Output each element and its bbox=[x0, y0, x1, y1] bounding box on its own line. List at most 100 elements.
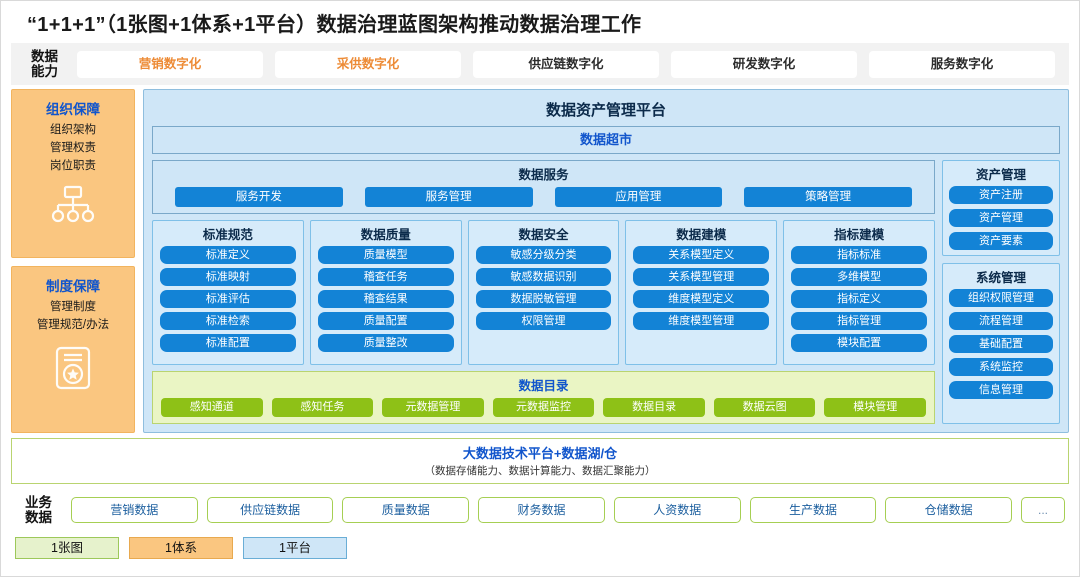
asset-management-title: 资产管理 bbox=[975, 168, 1026, 182]
btn-module-config[interactable]: 模块配置 bbox=[791, 334, 927, 352]
btn-info-management[interactable]: 信息管理 bbox=[949, 381, 1053, 399]
business-label-line1: 业务 bbox=[25, 494, 52, 510]
btn-standard-config[interactable]: 标准配置 bbox=[160, 334, 296, 352]
column-data-security: 数据安全 敏感分级分类 敏感数据识别 数据脱敏管理 权限管理 bbox=[467, 220, 620, 365]
data-catalog-title: 数据目录 bbox=[518, 379, 569, 393]
btn-data-cloud-map[interactable]: 数据云图 bbox=[713, 398, 816, 417]
btn-data-masking[interactable]: 数据脱敏管理 bbox=[475, 290, 612, 308]
business-chip-warehouse[interactable]: 仓储数据 bbox=[885, 497, 1013, 523]
page-title: “1+1+1”（1张图+1体系+1平台）数据治理蓝图架构推动数据治理工作 bbox=[27, 13, 642, 36]
column-data-modeling-title: 数据建模 bbox=[676, 228, 727, 242]
column-standard-spec: 标准规范 标准定义 标准映射 标准评估 标准检索 标准配置 bbox=[152, 220, 304, 365]
btn-dimension-model-definition[interactable]: 维度模型定义 bbox=[633, 290, 770, 308]
panel-system-management: 系统管理 组织权限管理 流程管理 基础配置 系统监控 信息管理 bbox=[942, 263, 1060, 424]
service-button-manage[interactable]: 服务管理 bbox=[364, 187, 533, 207]
certificate-star-icon bbox=[53, 345, 93, 396]
panel-organization-assurance[interactable]: 组织保障 组织架构 管理权责 岗位职责 bbox=[11, 89, 135, 258]
btn-catalog-module-management[interactable]: 模块管理 bbox=[824, 398, 927, 417]
column-data-security-buttons: 敏感分级分类 敏感数据识别 数据脱敏管理 权限管理 bbox=[475, 246, 612, 359]
capability-columns: 标准规范 标准定义 标准映射 标准评估 标准检索 标准配置 数据质量 bbox=[152, 220, 935, 365]
btn-standard-mapping[interactable]: 标准映射 bbox=[160, 268, 296, 286]
btn-sensing-task[interactable]: 感知任务 bbox=[271, 398, 374, 417]
panel-organization-line-1: 组织架构 bbox=[50, 124, 96, 136]
business-data-row: 业务 数据 营销数据 供应链数据 质量数据 财务数据 人资数据 生产数据 仓储数… bbox=[11, 490, 1069, 530]
business-chip-finance[interactable]: 财务数据 bbox=[478, 497, 605, 523]
btn-sensitive-classification[interactable]: 敏感分级分类 bbox=[475, 246, 612, 264]
column-data-quality-title: 数据质量 bbox=[360, 228, 411, 242]
legend-item-one-system: 1体系 bbox=[129, 537, 233, 559]
capability-items: 营销数字化 采供数字化 供应链数字化 研发数字化 服务数字化 bbox=[77, 50, 1063, 78]
capability-label-line1: 数据 bbox=[31, 48, 58, 64]
column-metric-modeling-buttons: 指标标准 多维模型 指标定义 指标管理 模块配置 bbox=[791, 246, 927, 359]
capability-chip-marketing[interactable]: 营销数字化 bbox=[77, 50, 263, 78]
title-bar: “1+1+1”（1张图+1体系+1平台）数据治理蓝图架构推动数据治理工作 bbox=[1, 1, 1079, 43]
btn-sensitive-identification[interactable]: 敏感数据识别 bbox=[475, 268, 612, 286]
capability-label-line2: 能力 bbox=[31, 64, 58, 79]
capability-chip-procurement[interactable]: 采供数字化 bbox=[275, 50, 461, 78]
btn-quality-rectification[interactable]: 质量整改 bbox=[317, 334, 454, 352]
btn-metadata-management[interactable]: 元数据管理 bbox=[382, 398, 484, 417]
btn-quality-config[interactable]: 质量配置 bbox=[317, 312, 454, 330]
panel-system-line-1: 管理制度 bbox=[50, 301, 96, 313]
column-metric-modeling-title: 指标建模 bbox=[834, 228, 885, 242]
business-chip-supplychain[interactable]: 供应链数据 bbox=[206, 497, 334, 523]
business-data-row-label: 业务 数据 bbox=[11, 495, 71, 525]
business-chip-quality[interactable]: 质量数据 bbox=[342, 497, 470, 523]
panel-asset-management: 资产管理 资产注册 资产管理 资产要素 bbox=[942, 160, 1060, 256]
business-chip-hr[interactable]: 人资数据 bbox=[613, 497, 741, 523]
btn-data-catalog[interactable]: 数据目录 bbox=[603, 398, 705, 417]
legend-item-one-map: 1张图 bbox=[15, 537, 119, 559]
column-standard-spec-title: 标准规范 bbox=[202, 228, 253, 242]
btn-metadata-monitoring[interactable]: 元数据监控 bbox=[492, 398, 595, 417]
btn-org-permission-management[interactable]: 组织权限管理 bbox=[949, 289, 1053, 307]
service-button-dev[interactable]: 服务开发 bbox=[175, 187, 343, 207]
btn-system-monitoring[interactable]: 系统监控 bbox=[949, 358, 1053, 376]
btn-dimension-model-management[interactable]: 维度模型管理 bbox=[633, 312, 770, 330]
capability-chip-rnd[interactable]: 研发数字化 bbox=[671, 50, 857, 78]
panel-system-assurance[interactable]: 制度保障 管理制度 管理规范/办法 bbox=[11, 266, 135, 433]
btn-audit-task[interactable]: 稽查任务 bbox=[317, 268, 454, 286]
capability-chip-supplychain[interactable]: 供应链数字化 bbox=[473, 50, 659, 78]
legend-item-one-platform: 1平台 bbox=[243, 537, 347, 559]
capability-row: 数据 能力 营销数字化 采供数字化 供应链数字化 研发数字化 服务数字化 bbox=[11, 43, 1069, 85]
btn-metric-definition[interactable]: 指标定义 bbox=[791, 290, 927, 308]
business-chip-marketing[interactable]: 营销数据 bbox=[71, 497, 198, 523]
btn-relation-model-definition[interactable]: 关系模型定义 bbox=[633, 246, 770, 264]
column-data-modeling: 数据建模 关系模型定义 关系模型管理 维度模型定义 维度模型管理 bbox=[625, 220, 778, 365]
btn-audit-result[interactable]: 稽查结果 bbox=[317, 290, 454, 308]
business-label-line2: 数据 bbox=[25, 510, 52, 525]
panel-data-service: 数据服务 服务开发 服务管理 应用管理 策略管理 bbox=[152, 160, 935, 214]
btn-metric-management[interactable]: 指标管理 bbox=[791, 312, 927, 330]
btn-quality-model[interactable]: 质量模型 bbox=[317, 246, 454, 264]
btn-metric-standard[interactable]: 指标标准 bbox=[791, 246, 927, 264]
btn-standard-evaluation[interactable]: 标准评估 bbox=[160, 290, 296, 308]
btn-sensing-channel[interactable]: 感知通道 bbox=[161, 398, 263, 417]
business-chip-production[interactable]: 生产数据 bbox=[749, 497, 877, 523]
btn-basic-config[interactable]: 基础配置 bbox=[949, 335, 1053, 353]
platform-title: 数据资产管理平台 bbox=[545, 102, 666, 119]
btn-asset-elements[interactable]: 资产要素 bbox=[949, 232, 1053, 250]
bigdata-platform-subtitle: （数据存储能力、数据计算能力、数据汇聚能力） bbox=[424, 465, 656, 477]
btn-standard-definition[interactable]: 标准定义 bbox=[160, 246, 296, 264]
capability-chip-service[interactable]: 服务数字化 bbox=[869, 50, 1055, 78]
system-management-buttons: 组织权限管理 流程管理 基础配置 系统监控 信息管理 bbox=[949, 289, 1053, 399]
panel-organization-line-2: 管理权责 bbox=[50, 141, 96, 154]
btn-asset-registration[interactable]: 资产注册 bbox=[949, 186, 1053, 204]
data-market-bar[interactable]: 数据超市 bbox=[152, 126, 1060, 154]
btn-asset-management[interactable]: 资产管理 bbox=[949, 209, 1053, 227]
column-metric-modeling: 指标建模 指标标准 多维模型 指标定义 指标管理 模块配置 bbox=[783, 220, 935, 365]
btn-multidimensional-model[interactable]: 多维模型 bbox=[791, 268, 927, 286]
btn-relation-model-management[interactable]: 关系模型管理 bbox=[633, 268, 770, 286]
btn-permission-management[interactable]: 权限管理 bbox=[475, 312, 612, 330]
column-data-quality: 数据质量 质量模型 稽查任务 稽查结果 质量配置 质量整改 bbox=[309, 220, 462, 365]
body-row: 组织保障 组织架构 管理权责 岗位职责 bbox=[11, 89, 1069, 433]
btn-standard-search[interactable]: 标准检索 bbox=[160, 312, 296, 330]
business-data-items: 营销数据 供应链数据 质量数据 财务数据 人资数据 生产数据 仓储数据 ... bbox=[71, 497, 1069, 523]
column-data-modeling-buttons: 关系模型定义 关系模型管理 维度模型定义 维度模型管理 bbox=[633, 246, 770, 359]
asset-management-buttons: 资产注册 资产管理 资产要素 bbox=[949, 186, 1053, 250]
service-button-policy[interactable]: 策略管理 bbox=[744, 187, 912, 207]
business-chip-more[interactable]: ... bbox=[1021, 497, 1066, 523]
service-button-app[interactable]: 应用管理 bbox=[554, 187, 723, 207]
column-standard-spec-buttons: 标准定义 标准映射 标准评估 标准检索 标准配置 bbox=[160, 246, 296, 359]
btn-process-management[interactable]: 流程管理 bbox=[949, 312, 1053, 330]
